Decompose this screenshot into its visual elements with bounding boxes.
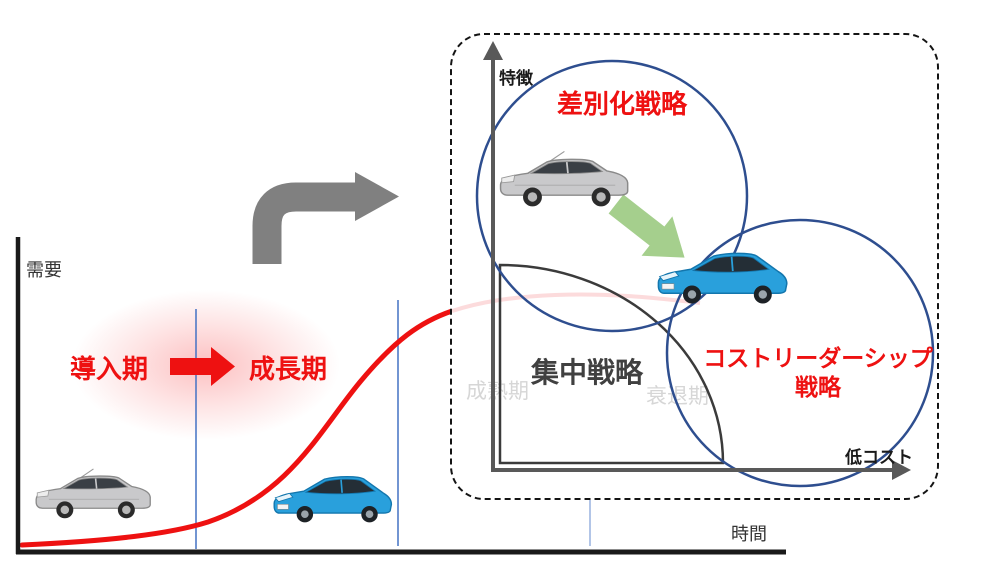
low-cost-axis-label: 低コスト bbox=[845, 448, 913, 467]
silver-sedan-car-icon bbox=[497, 148, 633, 214]
cost-leadership-line2: 戦略 bbox=[795, 373, 841, 400]
silver-sedan-car-icon bbox=[33, 466, 155, 525]
blue-hatchback-car-icon bbox=[272, 470, 398, 531]
bent-up-right-arrow-icon bbox=[252, 182, 356, 264]
phase-intro-label: 導入期 bbox=[70, 354, 149, 384]
bent-arrow-head bbox=[355, 172, 399, 221]
demand-axis-label: 需要 bbox=[26, 260, 62, 280]
cost-leadership-strategy-label: コストリーダーシップ 戦略 bbox=[698, 344, 938, 402]
feature-axis-label: 特徴 bbox=[499, 69, 533, 88]
time-axis-label: 時間 bbox=[731, 524, 767, 544]
focus-strategy-label: 集中戦略 bbox=[531, 357, 644, 388]
blue-hatchback-car-icon bbox=[656, 246, 794, 313]
phase-maturity-label: 成熟期 bbox=[466, 380, 529, 403]
phase-growth-label: 成長期 bbox=[249, 354, 328, 384]
differentiation-strategy-label: 差別化戦略 bbox=[557, 89, 688, 119]
cost-leadership-line1: コストリーダーシップ bbox=[703, 345, 933, 371]
